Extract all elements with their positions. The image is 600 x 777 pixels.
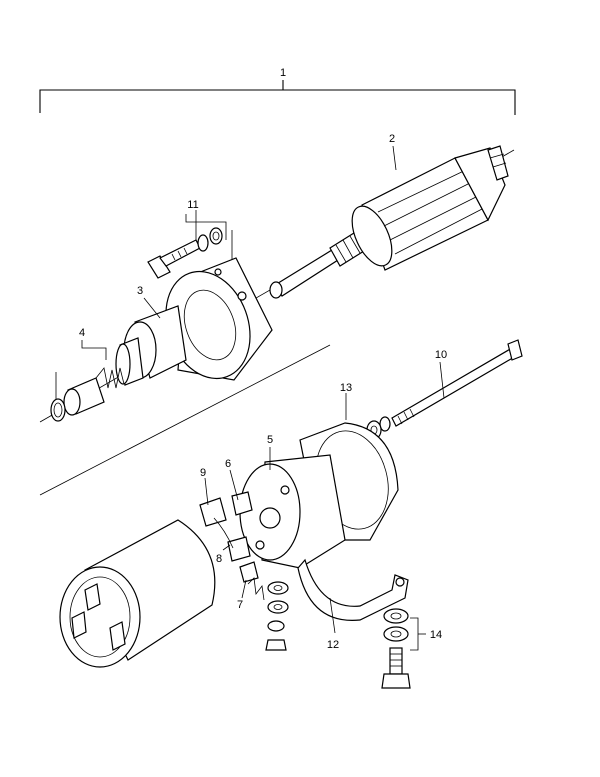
armature-part [269,145,509,299]
callout-6: 6 [225,458,231,470]
callout-1: 1 [280,67,286,79]
callout-11: 11 [187,199,198,211]
callout-14: 14 [430,629,442,641]
callout-labels: 1 2 3 4 5 6 7 8 9 10 11 12 13 14 [79,67,447,651]
through-bolt-10 [366,339,523,440]
yoke-part [59,519,216,668]
callout-13: 13 [340,382,352,394]
leader-lines [55,145,445,651]
callout-12: 12 [327,639,339,651]
nut-washer-stack [265,581,289,651]
callout-10: 10 [435,349,447,361]
callout-2: 2 [389,133,395,145]
bracket-12 [297,558,409,621]
drive-housing-part [165,257,273,381]
callout-3: 3 [137,285,143,297]
end-frame-5 [239,454,346,569]
callout-4: 4 [79,327,85,339]
callout-7: 7 [237,599,243,611]
pinion-clutch-part [50,305,187,422]
bolt-and-washers-11 [147,227,233,292]
callout-8: 8 [216,553,222,565]
callout-5: 5 [267,434,273,446]
bolt-and-washers-14 [381,608,411,689]
callout-9: 9 [200,467,206,479]
